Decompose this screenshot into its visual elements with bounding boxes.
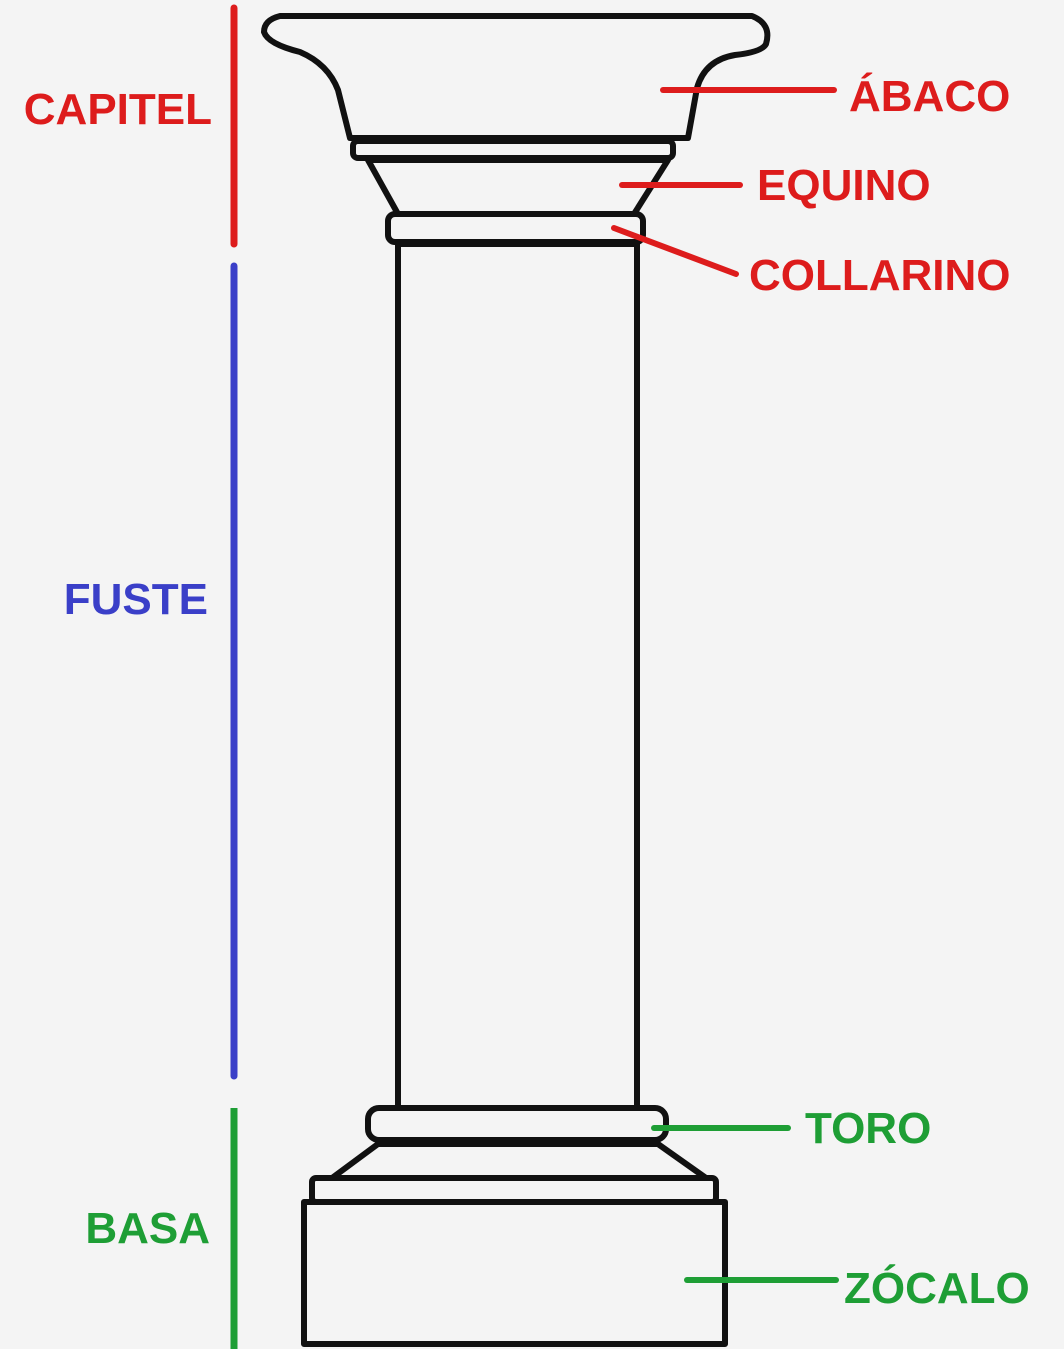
equino-label: EQUINO bbox=[757, 161, 931, 210]
collarino-label: COLLARINO bbox=[749, 251, 1011, 300]
base-ring bbox=[309, 1175, 719, 1205]
fuste-label: FUSTE bbox=[64, 575, 208, 624]
capitel-label: CAPITEL bbox=[24, 85, 212, 134]
zocalo-shape bbox=[301, 1199, 728, 1347]
toro-shape bbox=[365, 1105, 669, 1143]
collarino-leader bbox=[611, 225, 739, 277]
basa-label: BASA bbox=[85, 1204, 210, 1253]
toro-label: TORO bbox=[805, 1104, 931, 1153]
zocalo-label: ZÓCALO bbox=[844, 1263, 1030, 1313]
abaco-label: ÁBACO bbox=[849, 71, 1010, 121]
abaco-shape bbox=[261, 13, 771, 141]
collarino-shape bbox=[385, 211, 646, 245]
fuste-shape bbox=[395, 241, 640, 1113]
column-drawing bbox=[261, 13, 771, 1347]
abaco-ring bbox=[350, 138, 676, 161]
base-trapezoid bbox=[329, 1141, 709, 1181]
